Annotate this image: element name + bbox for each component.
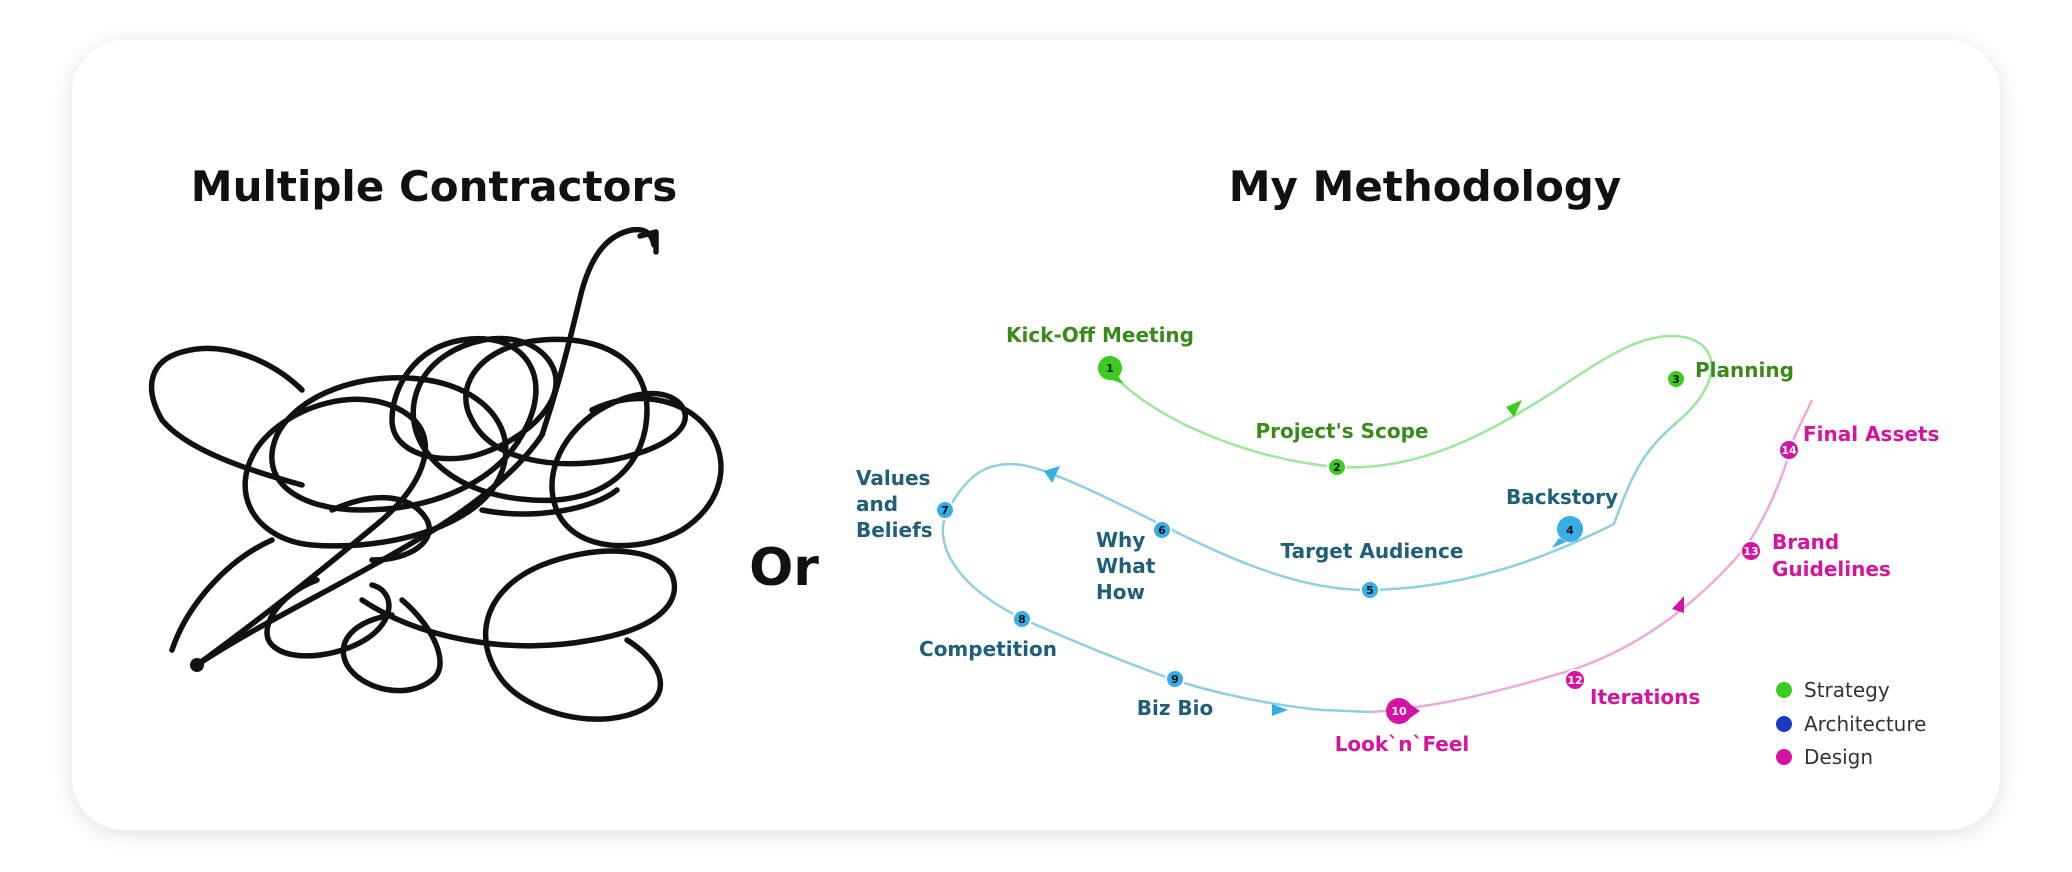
step-7-marker (935, 500, 955, 520)
strategy-path (1109, 334, 1713, 469)
step-10-pin (1410, 704, 1420, 718)
step-8-marker (1012, 609, 1032, 629)
legend-architecture-label: Architecture (1804, 712, 1926, 736)
step-12-marker (1564, 669, 1586, 691)
comparison-card: Multiple Contractors My Methodology Or (72, 40, 2000, 830)
step-14-number: 14 (1781, 444, 1797, 457)
step-8-number: 8 (1018, 613, 1026, 626)
step-1-label: Kick-Off Meeting (1006, 323, 1194, 347)
step-12-label: Iterations (1590, 685, 1700, 709)
step-5-number: 5 (1366, 584, 1374, 597)
step-9-label: Biz Bio (1137, 696, 1214, 720)
step-8-label: Competition (919, 637, 1057, 661)
step-13-label-line-2: Guidelines (1772, 557, 1891, 581)
legend-design-dot (1776, 749, 1792, 765)
step-9-number: 9 (1171, 673, 1179, 686)
legend-architecture-dot (1776, 716, 1792, 732)
scribble-start-dot (190, 658, 204, 672)
architecture-arrow-icon-2 (1272, 704, 1288, 716)
step-3-label: Planning (1695, 358, 1794, 382)
legend: Strategy Architecture Design (1776, 678, 1926, 769)
step-9-marker (1165, 669, 1185, 689)
strategy-arrow-icon (1506, 400, 1522, 417)
step-13-label-line-1: Brand (1772, 530, 1839, 554)
step-4-pin (1552, 538, 1566, 548)
design-arrow-icon (1672, 596, 1684, 613)
step-10-label: Look`n`Feel (1335, 732, 1470, 756)
step-10-number: 10 (1391, 705, 1407, 718)
legend-strategy-dot (1776, 682, 1792, 698)
legend-strategy-label: Strategy (1804, 678, 1890, 702)
step-7-label-line-3: Beliefs (856, 518, 933, 542)
step-5-label: Target Audience (1281, 539, 1464, 563)
step-7-number: 7 (941, 504, 949, 517)
step-6-marker (1152, 520, 1172, 540)
architecture-arrow-icon (1044, 466, 1060, 483)
step-2-marker (1327, 457, 1347, 477)
step-labels: Kick-Off Meeting Project's Scope Plannin… (856, 323, 1939, 756)
left-title: Multiple Contractors (190, 162, 678, 211)
step-4-label: Backstory (1506, 485, 1618, 509)
step-6-label-line-2: What (1096, 554, 1156, 578)
step-2-label: Project's Scope (1256, 419, 1429, 443)
step-1-pin (1112, 376, 1124, 384)
step-14-marker (1778, 439, 1800, 461)
step-1-marker (1098, 356, 1122, 380)
step-13-number: 13 (1743, 545, 1758, 558)
right-title: My Methodology (1228, 162, 1622, 211)
step-7-label-line-1: Values (856, 466, 930, 490)
diagram-canvas: 1 2 3 4 5 6 7 8 9 (149, 226, 1939, 769)
legend-design-label: Design (1804, 745, 1873, 769)
step-3-marker (1666, 369, 1686, 389)
step-5-marker (1360, 580, 1380, 600)
step-13-marker (1740, 540, 1762, 562)
or-separator: Or (749, 538, 819, 598)
step-7-label-line-2: and (856, 492, 898, 516)
step-14-label: Final Assets (1803, 422, 1939, 446)
step-10-marker (1386, 698, 1412, 724)
step-6-number: 6 (1158, 524, 1166, 537)
step-4-number: 4 (1566, 524, 1574, 537)
step-6-label-line-1: Why (1096, 528, 1145, 552)
architecture-path (941, 422, 1677, 714)
tangled-scribble (149, 226, 724, 722)
step-6-label-line-3: How (1096, 580, 1145, 604)
step-2-number: 2 (1333, 461, 1341, 474)
step-4-marker (1557, 516, 1583, 542)
step-3-number: 3 (1672, 373, 1680, 386)
step-12-number: 12 (1567, 674, 1582, 687)
step-1-number: 1 (1106, 362, 1114, 375)
step-markers: 1 2 3 4 5 6 7 8 9 (935, 356, 1800, 724)
